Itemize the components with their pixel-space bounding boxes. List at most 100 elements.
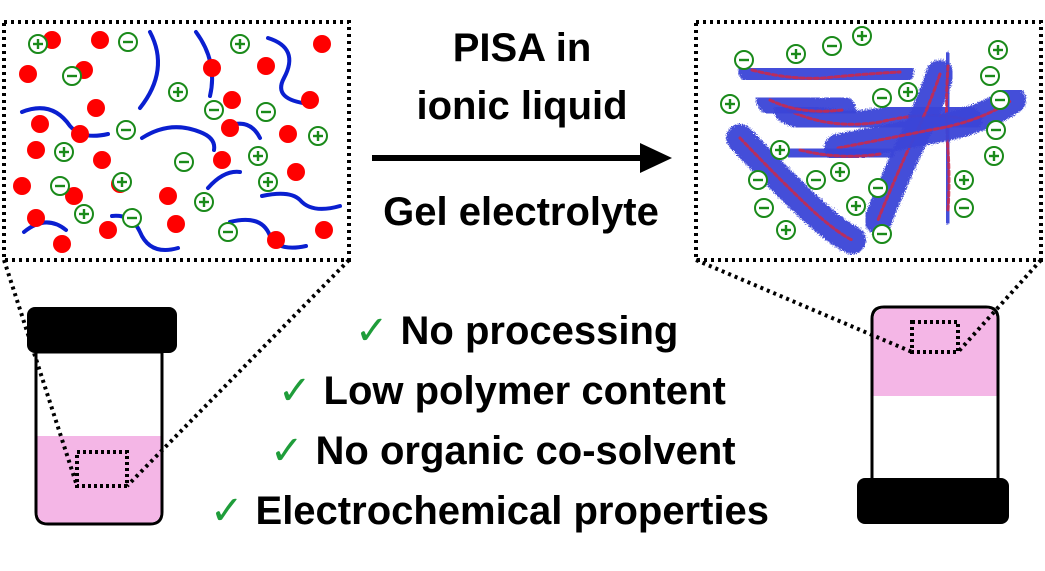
anion-minus-icon: [986, 120, 1006, 140]
cation-plus-icon: [770, 140, 790, 160]
zoom-lines-left: [2, 258, 351, 488]
cation-dot: [267, 231, 285, 249]
anion-minus-icon: [734, 50, 754, 70]
cation-dot: [315, 221, 333, 239]
check-icon: ✓: [355, 309, 389, 353]
polymer-chain: [20, 106, 110, 138]
anion-minus-icon: [954, 198, 974, 218]
cation-dot: [99, 221, 117, 239]
worm-core: [768, 98, 844, 113]
cation-dot: [27, 209, 45, 227]
cation-dot: [159, 187, 177, 205]
polymer-chain: [206, 169, 242, 190]
benefit-item: ✓Low polymer content: [278, 368, 726, 414]
check-icon: ✓: [278, 369, 312, 413]
anion-minus-icon: [872, 224, 892, 244]
cation-plus-icon: [194, 192, 214, 212]
cation-dot: [87, 99, 105, 117]
liquid-fill: [37, 436, 161, 523]
right-zoom-panel: [694, 20, 1043, 262]
cation-plus-icon: [984, 146, 1004, 166]
worm-core: [738, 136, 854, 242]
cation-dot: [31, 115, 49, 133]
cation-dot: [91, 31, 109, 49]
cation-plus-icon: [720, 94, 740, 114]
worm-core: [798, 148, 882, 158]
anion-minus-icon: [754, 198, 774, 218]
anion-minus-icon: [50, 176, 70, 196]
worm-core: [945, 64, 951, 212]
anion-minus-icon: [806, 170, 826, 190]
vial-liquid-icon: [27, 307, 177, 526]
sample-zoom-box: [75, 450, 129, 488]
anion-minus-icon: [822, 36, 842, 56]
benefit-label: No organic co-solvent: [315, 429, 736, 473]
benefit-item: ✓No organic co-solvent: [270, 428, 736, 474]
cation-plus-icon: [54, 142, 74, 162]
cation-plus-icon: [898, 82, 918, 102]
anion-minus-icon: [868, 178, 888, 198]
anion-minus-icon: [62, 66, 82, 86]
anion-minus-icon: [116, 120, 136, 140]
polymer-chain: [260, 191, 342, 211]
cation-dot: [313, 35, 331, 53]
cation-dot: [71, 125, 89, 143]
benefit-item: ✓Electrochemical properties: [210, 488, 769, 534]
cation-plus-icon: [988, 40, 1008, 60]
ion-symbols: [720, 26, 1010, 244]
worm-core: [876, 72, 942, 222]
check-icon: ✓: [210, 489, 244, 533]
cation-plus-icon: [230, 34, 250, 54]
vial-gel-inverted-icon: [857, 305, 1009, 524]
cation-dot: [223, 91, 241, 109]
cation-plus-icon: [846, 196, 866, 216]
cation-plus-icon: [954, 170, 974, 190]
vial-cap: [857, 478, 1009, 524]
cation-plus-icon: [776, 220, 796, 240]
cation-plus-icon: [248, 146, 268, 166]
sample-zoom-box: [910, 320, 960, 354]
polymer-chain: [22, 220, 68, 234]
cation-plus-icon: [786, 44, 806, 64]
reaction-label-line2: ionic liquid: [416, 84, 628, 128]
cation-plus-icon: [74, 204, 94, 224]
benefit-label: Low polymer content: [323, 369, 726, 413]
cation-dot: [53, 235, 71, 253]
cation-plus-icon: [258, 172, 278, 192]
reaction-label-line1: PISA in: [452, 26, 592, 70]
anion-minus-icon: [122, 208, 142, 228]
polymer-chain: [140, 125, 217, 152]
cation-dot: [203, 59, 221, 77]
benefit-item: ✓No processing: [355, 308, 678, 354]
vial-cap: [27, 307, 177, 353]
cation-plus-icon: [28, 34, 48, 54]
anion-minus-icon: [218, 222, 238, 242]
reaction-arrow-icon: [372, 143, 672, 173]
benefit-label: No processing: [400, 309, 679, 353]
cation-plus-icon: [852, 26, 872, 46]
anion-minus-icon: [980, 66, 1000, 86]
anion-minus-icon: [174, 152, 194, 172]
polymer-chain: [138, 30, 160, 110]
worm-micelles: [726, 52, 1026, 254]
reaction-product-label: Gel electrolyte: [383, 190, 659, 234]
polymer-chain: [266, 36, 312, 106]
cation-dot: [167, 215, 185, 233]
cation-dot: [301, 91, 319, 109]
cation-dot: [65, 187, 83, 205]
benefit-label: Electrochemical properties: [255, 489, 770, 533]
cation-dot: [19, 65, 37, 83]
cation-dot: [13, 177, 31, 195]
left-zoom-panel: [2, 20, 351, 262]
anion-minus-icon: [256, 102, 276, 122]
cation-dot: [257, 57, 275, 75]
anion-minus-icon: [990, 90, 1010, 110]
cation-dot: [213, 151, 231, 169]
cation-plus-icon: [308, 126, 328, 146]
anion-minus-icon: [118, 32, 138, 52]
worm-core: [750, 68, 902, 80]
anion-minus-icon: [204, 100, 224, 120]
cation-plus-icon: [112, 172, 132, 192]
anion-minus-icon: [872, 88, 892, 108]
